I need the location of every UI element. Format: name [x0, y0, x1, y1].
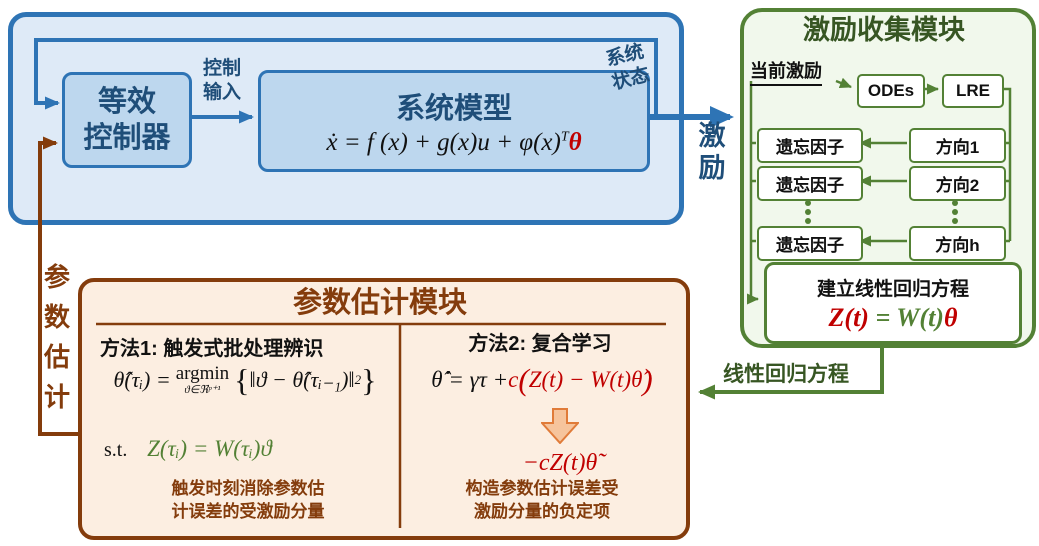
direction-box-2: 方向2 — [909, 166, 1006, 201]
control-input-label: 控制 输入 — [202, 58, 241, 103]
odes-box: ODEs — [857, 74, 925, 108]
controller-label-line1: 等效 — [97, 85, 156, 118]
excitation-label: 激 励 — [698, 121, 726, 184]
controller-box: 等效 控制器 — [62, 72, 192, 168]
lre-box: LRE — [942, 74, 1004, 108]
regression-equation: Z(t) = W(t)θ — [828, 302, 958, 332]
down-block-arrow-icon — [541, 408, 579, 444]
method1-constraint: s.t. Z(τᵢ) = W(τᵢ)ϑ — [104, 436, 272, 461]
method2-equation: θ̂̇ = γτ + c(Z(t) − W(t)θ̂) — [431, 362, 653, 397]
estimation-module-panel — [78, 278, 690, 540]
method2-result-equation: −cZ(t)θ̃ — [522, 450, 598, 476]
system-model-title: 系统模型 — [395, 93, 512, 125]
method2-caption: 构造参数估计误差受 激励分量的负定项 — [465, 479, 619, 521]
forgetting-factor-box-2: 遗忘因子 — [757, 166, 863, 201]
lre-equation-label: 线性回归方程 — [723, 363, 849, 386]
direction-box-h: 方向h — [909, 226, 1006, 261]
direction-box-1: 方向1 — [909, 128, 1006, 163]
method1-caption: 触发时刻消除参数估 计误差的受激励分量 — [171, 479, 325, 521]
system-model-box: 系统模型 ẋ = f (x) + g(x)u + φ(x)Tθ — [258, 70, 650, 172]
parameter-estimation-vertical-label: 参 数 估 计 — [44, 262, 71, 412]
forgetting-factor-box-3: 遗忘因子 — [757, 226, 863, 261]
regression-equation-box: 建立线性回归方程 Z(t) = W(t)θ — [764, 262, 1022, 344]
system-model-equation: ẋ = f (x) + g(x)u + φ(x)Tθ — [326, 129, 582, 156]
current-excitation-label: 当前激励 — [750, 57, 822, 86]
method2-header: 方法2: 复合学习 — [468, 333, 612, 355]
method1-header: 方法1: 触发式批处理辨识 — [100, 338, 324, 360]
forgetting-factor-box-1: 遗忘因子 — [757, 128, 863, 163]
regression-title: 建立线性回归方程 — [816, 278, 969, 300]
excitation-module-title: 激励收集模块 — [803, 15, 965, 45]
controller-label-line2: 控制器 — [83, 122, 171, 154]
estimation-module-title: 参数估计模块 — [292, 287, 467, 319]
